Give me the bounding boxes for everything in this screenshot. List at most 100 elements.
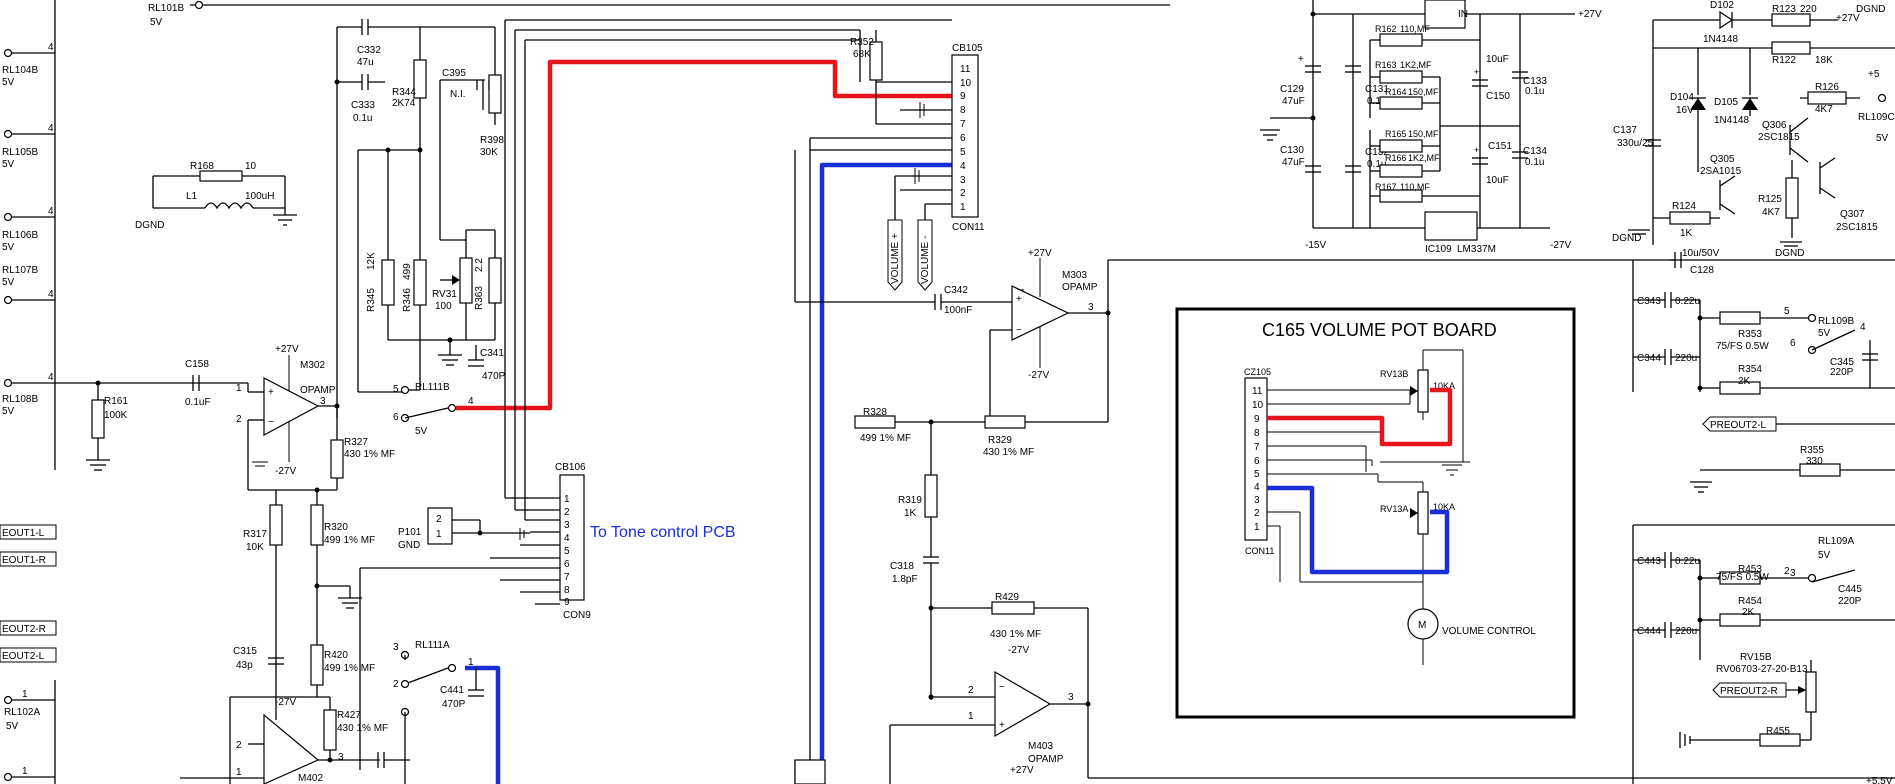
schematic-trace [91, 399, 105, 439]
schematic-trace [310, 644, 324, 686]
schematic-label: R126 [1815, 82, 1839, 93]
schematic-label: 10 [1252, 400, 1264, 411]
schematic-label: 18K [1815, 55, 1833, 66]
schematic-label: 2K [1738, 376, 1751, 387]
schematic-label: +27V [1578, 9, 1602, 20]
schematic-trace [1719, 203, 1736, 215]
schematic-label: 430 1% MF [344, 449, 395, 460]
schematic-label: CZ105 [1244, 367, 1271, 377]
schematic-trace [3, 129, 13, 139]
schematic-label: 5V [2, 406, 15, 417]
schematic-label: 0.22u [1675, 556, 1700, 567]
schematic-trace [1669, 211, 1711, 225]
schematic-label: R167 [1375, 182, 1397, 192]
schematic-label: 43p [236, 660, 253, 671]
schematic-label: + [1474, 67, 1479, 77]
red-wire-left [456, 59, 952, 411]
schematic-label: C130 [1280, 145, 1304, 156]
schematic-trace [994, 670, 1052, 738]
schematic-label: RL109B [1818, 316, 1854, 327]
schematic-label: 4K7 [1815, 104, 1833, 115]
schematic-label: 100uH [245, 191, 274, 202]
schematic-label: 1 [22, 689, 28, 700]
schematic-label: 6 [960, 133, 966, 144]
schematic-label: 10uF [1486, 175, 1509, 186]
schematic-trace [204, 202, 254, 210]
schematic-trace [1379, 70, 1423, 84]
schematic-label: 2.2 [474, 258, 485, 272]
schematic-trace [3, 772, 13, 782]
schematic-label: 5V [150, 17, 163, 28]
schematic-label: 1K2,MF [1400, 60, 1432, 70]
schematic-label: 4 [960, 161, 966, 172]
schematic-label: 470P [442, 699, 466, 710]
schematic-trace [1771, 13, 1811, 27]
schematic-label: 2SC1815 [1836, 222, 1878, 233]
schematic-label: 470P [482, 371, 506, 382]
schematic-label: 11 [1252, 386, 1263, 397]
schematic-label: 1K2,MF [1408, 153, 1440, 163]
schematic-label: 2SC1815 [1758, 132, 1800, 143]
schematic-label: 9 [960, 91, 966, 102]
schematic-label: +27V [275, 344, 299, 355]
schematic-label: +5.5V [1866, 776, 1893, 784]
schematic-label: 1 [236, 767, 242, 778]
schematic-label: DGND [1612, 233, 1641, 244]
schematic-label: 6 [393, 412, 399, 423]
schematic-label: 7 [1254, 442, 1260, 453]
schematic-label: + [1298, 54, 1304, 65]
m303-m403-section: C342 100nF 1 2 + − +27V -27V M303 OPAMP … [794, 138, 1895, 784]
dgnd-label: DGND [135, 220, 164, 231]
schematic-label: R164 [1385, 87, 1407, 97]
p101-box [427, 507, 453, 545]
schematic-label: CB105 [952, 43, 983, 54]
schematic-label: 100 [435, 301, 452, 312]
cb106-connector: CB106 CON9 1 2 3 4 5 6 7 8 9 To Tone con… [360, 20, 736, 621]
schematic-label: EOUT1-R [2, 555, 46, 566]
schematic-label: 5V [1876, 133, 1889, 144]
schematic-label: RL109C [1858, 112, 1895, 123]
schematic-label: 330u/25 [1617, 138, 1654, 149]
rl107b-label: RL107B [2, 265, 38, 276]
schematic-trace [3, 378, 13, 388]
schematic-trace [400, 385, 410, 395]
schematic-label: RV13B [1380, 369, 1408, 379]
schematic-trace [327, 757, 333, 763]
schematic-label: C441 [440, 685, 464, 696]
schematic-label: 4 [48, 42, 54, 53]
schematic-label: OPAMP [1028, 754, 1064, 765]
schematic-label: 1 [960, 202, 966, 213]
schematic-label: R162 [1375, 24, 1397, 34]
schematic-label: RV13A [1380, 504, 1408, 514]
schematic-label: 12K [366, 252, 377, 270]
schematic-label: + [1474, 145, 1479, 155]
schematic-label: C132 [1365, 147, 1389, 158]
schematic-label: 47uF [1282, 157, 1305, 168]
schematic-label: 5V [6, 721, 19, 732]
schematic-label: C344 [1637, 353, 1661, 364]
schematic-trace [1417, 491, 1429, 535]
schematic-label: EOUT2-R [2, 624, 46, 635]
schematic-label: 4 [564, 533, 570, 544]
schematic-label: 9 [564, 597, 570, 608]
schematic-label: 2K [1742, 607, 1755, 618]
schematic-label: 5 [960, 147, 966, 158]
schematic-label: -27V [1008, 645, 1029, 656]
schematic-label: 10 [245, 161, 257, 172]
output-relays: C343 0.22u C344 220u R353 75/FS 0.5W 5 R… [1632, 260, 1895, 784]
schematic-label: R354 [1738, 364, 1762, 375]
schematic-trace [194, 0, 204, 10]
schematic-trace [1807, 573, 1817, 583]
schematic-label: 68K [853, 49, 871, 60]
schematic-label: 10 [960, 78, 972, 89]
schematic-label: 5V [415, 426, 428, 437]
schematic-label: 2 [236, 740, 242, 751]
schematic-label: C444 [1637, 626, 1661, 637]
schematic-label: 4 [48, 206, 54, 217]
cb106-box [559, 474, 585, 601]
regulator-section: IN +27V + C129 47uF C131 0.1u C130 47uF … [1260, 0, 1602, 255]
cz105-box [1244, 377, 1268, 541]
schematic-label: 2 [1254, 508, 1260, 519]
schematic-trace [330, 439, 344, 479]
schematic-trace [381, 259, 395, 306]
